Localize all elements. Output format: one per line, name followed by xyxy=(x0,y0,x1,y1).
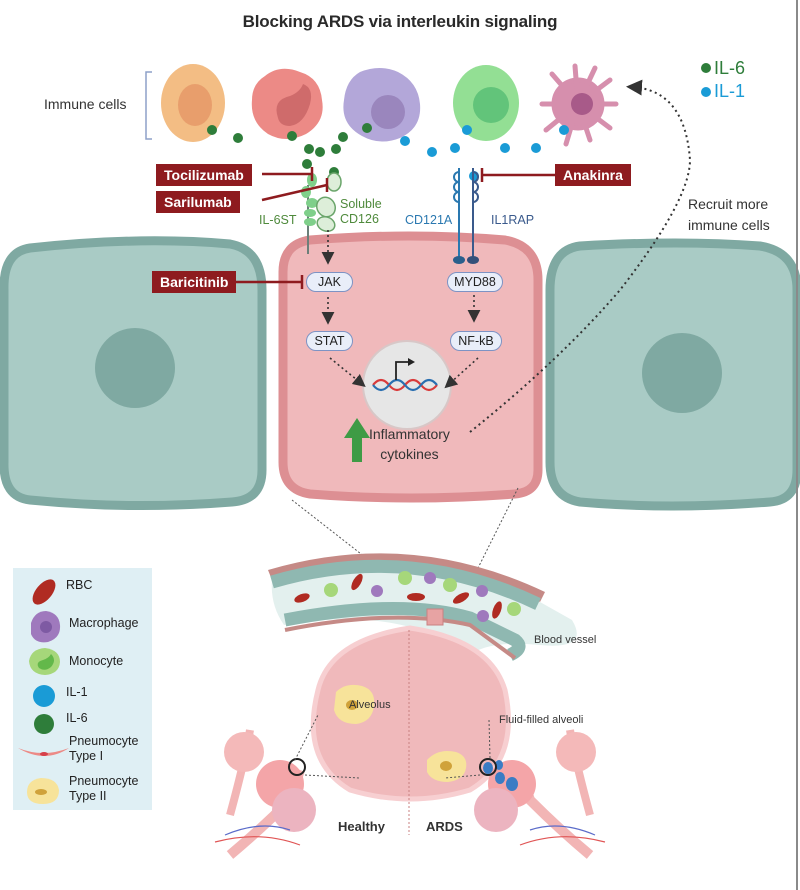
immune-cell-dendritic xyxy=(539,63,619,147)
right-epithelial-cell xyxy=(545,238,800,511)
immune-cells-bracket xyxy=(145,71,152,140)
nucleus xyxy=(362,340,452,430)
recruit-arrow xyxy=(469,79,692,433)
legend-label-pneumocyte-type1: Pneumocyte Type I xyxy=(69,734,138,764)
diagram-title: Blocking ARDS via interleukin signaling xyxy=(242,12,558,31)
soluble-cd126-line2: CD126 xyxy=(340,212,379,226)
soluble-cd126-line1: Soluble xyxy=(340,197,382,211)
recruit-line1: Recruit more xyxy=(688,196,769,212)
frame-border xyxy=(796,0,798,890)
il1-key-label: IL-1 xyxy=(714,81,746,101)
legend-pneumocyte-type2-line2: Type II xyxy=(69,789,107,803)
receptor-label-il1rap: IL1RAP xyxy=(491,213,535,227)
zoom-line-right xyxy=(455,487,519,613)
right-cell-nucleus xyxy=(642,333,722,413)
il1-molecules xyxy=(400,125,569,181)
immune-cell-lymphocyte xyxy=(161,64,225,142)
dna-icon xyxy=(372,358,438,392)
legend-label-macrophage: Macrophage xyxy=(69,616,139,630)
stat-node: STAT xyxy=(306,331,353,351)
inflammatory-line1: Inflammatory xyxy=(369,426,450,442)
il1-icon xyxy=(33,685,55,707)
myd88-node: MYD88 xyxy=(447,272,503,292)
healthy-lung-lobule xyxy=(214,729,316,859)
legend-pneumocyte-type1-line2: Type I xyxy=(69,749,104,763)
drug-label-tocilizumab: Tocilizumab xyxy=(156,164,252,186)
il6-receptor xyxy=(301,172,342,265)
rbc-icon xyxy=(32,579,56,605)
inflammatory-line2: cytokines xyxy=(380,446,439,462)
legend-pneumocyte-type1-line1: Pneumocyte xyxy=(69,734,139,748)
fluid-filled-alveoli-label: Fluid-filled alveoli xyxy=(499,714,584,726)
jak-node: JAK xyxy=(306,272,353,292)
legend-icons xyxy=(18,579,69,804)
il6-key-label: IL-6 xyxy=(714,58,746,78)
immune-cells-label: Immune cells xyxy=(44,96,127,112)
receptor-label-soluble-cd126: Soluble CD126 xyxy=(340,197,382,227)
il1-key-dot-icon xyxy=(701,87,711,97)
nfkb-node: NF-kB xyxy=(450,331,502,351)
pneumocyte-type1-icon xyxy=(18,748,69,756)
drug-label-anakinra: Anakinra xyxy=(555,164,631,186)
il6-key-dot-icon xyxy=(701,63,711,73)
left-cell-nucleus xyxy=(95,328,175,408)
immune-cell-macrophage xyxy=(343,68,421,142)
zoom-line-left xyxy=(291,499,421,601)
drug-label-sarilumab: Sarilumab xyxy=(156,191,240,213)
alveolus xyxy=(310,625,511,835)
legend-label-monocyte: Monocyte xyxy=(69,654,124,668)
drug-inhibition-lines xyxy=(230,167,555,289)
inflammatory-cytokines-label: Inflammatory cytokines xyxy=(369,424,450,464)
ards-lung-lobule xyxy=(474,729,606,859)
receptor-label-cd121a: CD121A xyxy=(405,213,453,227)
legend-label-rbc: RBC xyxy=(66,578,93,592)
blood-vessel xyxy=(268,553,577,674)
legend-pneumocyte-type2-line1: Pneumocyte xyxy=(69,774,139,788)
legend-label-pneumocyte-type2: Pneumocyte Type II xyxy=(69,774,138,804)
il6-molecules xyxy=(207,123,372,177)
legend-label-il6: IL-6 xyxy=(66,711,88,725)
drug-label-baricitinib: Baricitinib xyxy=(152,271,237,293)
il6-icon xyxy=(34,714,54,734)
recruit-label: Recruit more immune cells xyxy=(688,194,770,236)
il1-receptor xyxy=(453,168,481,323)
healthy-label: Healthy xyxy=(338,819,385,834)
immune-cell-neutrophil xyxy=(251,68,323,139)
immune-cell-monocyte xyxy=(453,65,519,141)
signaling-arrows xyxy=(321,297,479,389)
recruit-line2: immune cells xyxy=(688,217,770,233)
receptor-label-il6st: IL-6ST xyxy=(259,213,297,227)
legend: RBC Macrophage Monocyte IL-1 IL-6 Pneumo… xyxy=(13,568,152,810)
blood-vessel-label: Blood vessel xyxy=(534,634,597,646)
legend-label-il1: IL-1 xyxy=(66,685,88,699)
alveolus-label: Alveolus xyxy=(349,699,391,711)
left-epithelial-cell xyxy=(0,236,267,511)
upregulation-arrow-icon xyxy=(344,418,370,462)
ards-label: ARDS xyxy=(426,819,463,834)
